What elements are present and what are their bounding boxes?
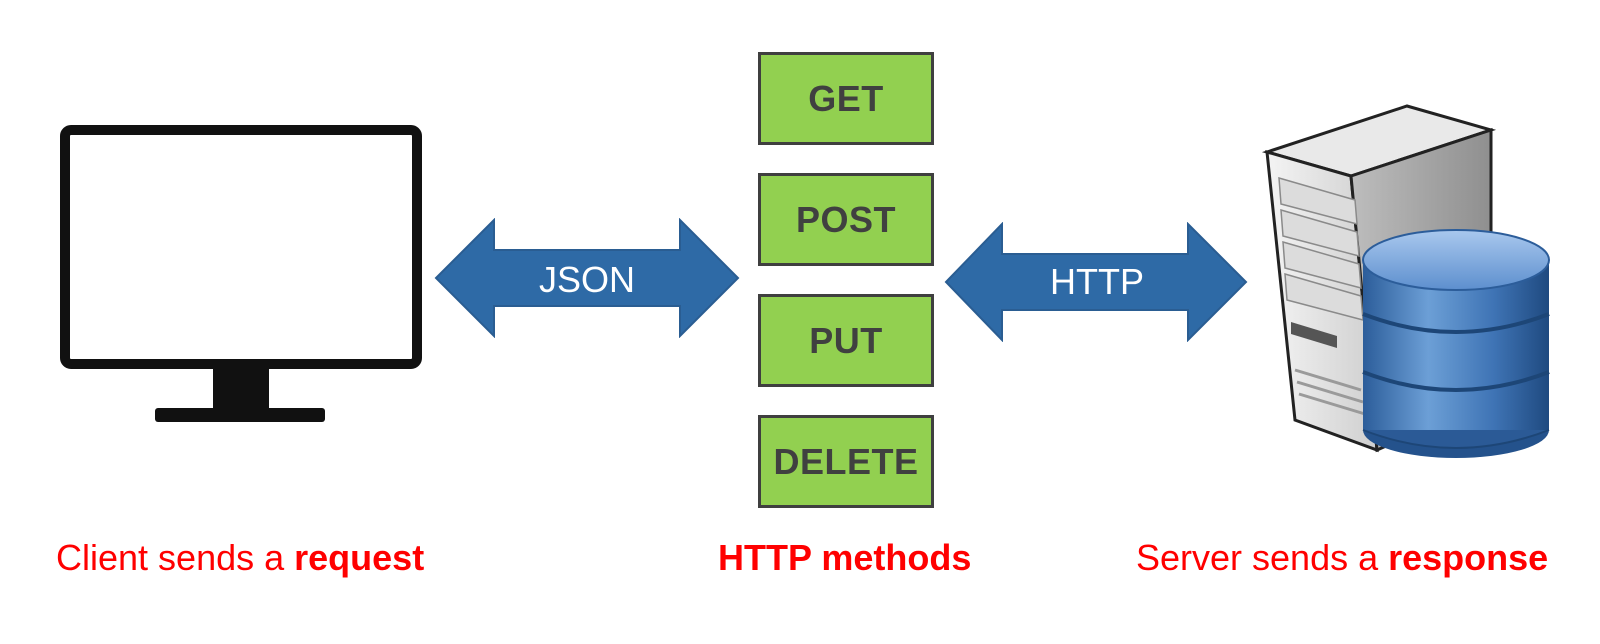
http-label: HTTP xyxy=(1050,261,1144,302)
http-double-arrow xyxy=(944,222,1248,342)
client-caption-bold: request xyxy=(294,537,425,578)
computer-monitor-icon xyxy=(60,125,422,422)
methods-caption-text: HTTP methods xyxy=(718,537,972,578)
put-method-box: PUT xyxy=(758,294,934,387)
server-caption-bold: response xyxy=(1388,537,1549,578)
get-method-box: GET xyxy=(758,52,934,145)
client-caption-prefix: Client sends a xyxy=(56,537,295,578)
json-double-arrow xyxy=(434,218,740,338)
server-caption-prefix: Server sends a xyxy=(1136,537,1389,578)
json-label: JSON xyxy=(538,259,635,300)
methods-caption: HTTP methods xyxy=(718,530,971,586)
post-method-box: POST xyxy=(758,173,934,266)
client-caption: Client sends a request xyxy=(56,530,424,586)
delete-method-box: DELETE xyxy=(758,415,934,508)
server-database-icon xyxy=(1261,104,1550,458)
server-caption: Server sends a response xyxy=(1136,530,1548,586)
